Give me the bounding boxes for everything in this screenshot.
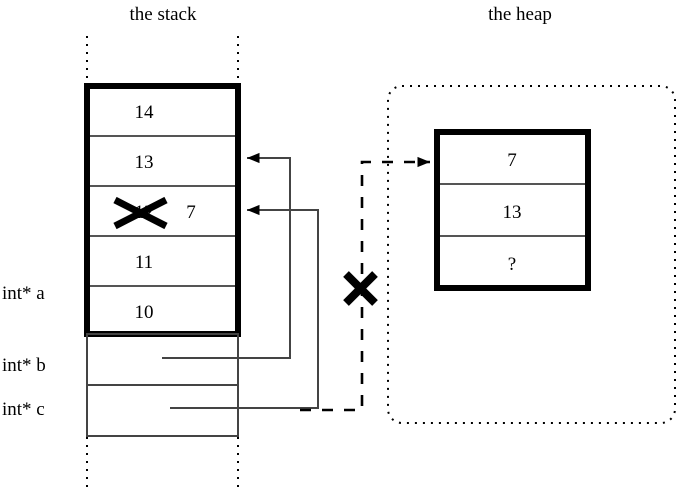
heap-block (434, 129, 591, 291)
var-label-c: int* c (2, 399, 45, 420)
stack-cell-value-11: 11 (135, 252, 153, 273)
strikeout-x-icon (113, 196, 168, 230)
invalid-pointer-x-icon (343, 271, 378, 306)
stack-cell-value-14: 14 (135, 102, 155, 123)
var-label-b: int* b (2, 355, 46, 376)
heap-heading: the heap (488, 4, 552, 25)
var-label-a: int* a (2, 283, 45, 304)
stack-frame-border (84, 83, 241, 337)
stack-pointer-cells (86, 333, 239, 437)
stack-frame (84, 83, 241, 337)
pointer-arrow-b-to-cell13 (162, 152, 291, 359)
heap-cell-value-7: 7 (507, 150, 517, 171)
stack-cell-b-box (86, 333, 239, 386)
heap-cell-value-unknown: ? (508, 254, 516, 275)
stack-heading: the stack (129, 4, 197, 25)
stack-cell-new-value-7: 7 (186, 202, 196, 223)
pointer-arrow-a-to-cell7 (170, 204, 319, 409)
heap-cell-value-13: 13 (503, 202, 522, 223)
heap-block-border (434, 129, 591, 291)
stack-cell-value-13: 13 (135, 152, 154, 173)
heap-region-outline (387, 85, 676, 424)
stack-cell-c-box (86, 384, 239, 437)
stack-cell-value-10: 10 (135, 302, 154, 323)
